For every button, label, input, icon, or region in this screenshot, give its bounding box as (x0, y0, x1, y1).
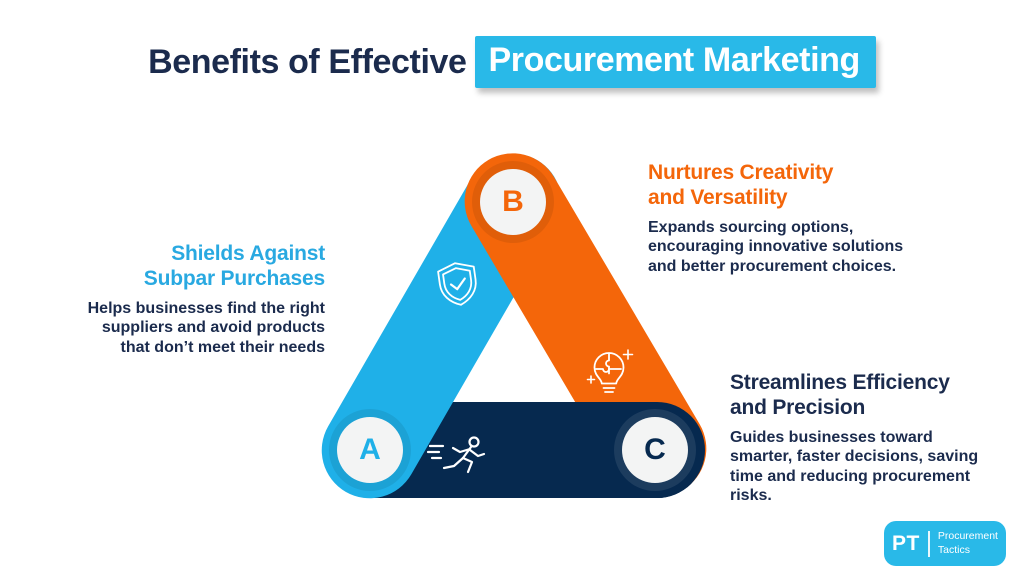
procurement-tactics-logo: PT Procurement Tactics (884, 521, 1006, 566)
node-c-letter: C (644, 433, 666, 466)
node-b: B (480, 169, 546, 235)
logo-monogram: PT (892, 531, 920, 555)
benefit-block-creativity: Nurtures Creativity and Versatility Expa… (648, 161, 943, 276)
logo-divider (927, 530, 930, 557)
title-plain-text: Benefits of Effective (148, 42, 467, 81)
benefit-block-shields: Shields Against Subpar Purchases Helps b… (60, 242, 326, 357)
node-c: C (622, 417, 688, 483)
node-a: A (337, 417, 403, 483)
puzzle-bulb-idea-icon (583, 345, 637, 399)
benefit-body: Expands sourcing options, encouraging in… (648, 218, 904, 275)
node-b-letter: B (502, 185, 524, 218)
page-title: Benefits of Effective Procurement Market… (0, 36, 1024, 88)
shield-check-icon (431, 257, 485, 311)
benefit-block-efficiency: Streamlines Efficiency and Precision Gui… (730, 371, 995, 506)
benefit-body: Helps businesses find the right supplier… (87, 299, 325, 356)
logo-name-line2: Tactics (937, 543, 970, 556)
logo-name: Procurement Tactics (938, 530, 998, 556)
title-highlight-text: Procurement Marketing (474, 36, 876, 88)
logo-name-line1: Procurement (937, 530, 998, 543)
benefit-heading: Shields Against Subpar Purchases (143, 242, 325, 290)
benefit-body: Guides businesses toward smarter, faster… (730, 428, 979, 505)
benefit-heading: Streamlines Efficiency and Precision (730, 371, 950, 419)
node-a-letter: A (359, 433, 381, 466)
benefit-heading: Nurtures Creativity and Versatility (648, 161, 834, 209)
runner-icon (426, 434, 490, 478)
